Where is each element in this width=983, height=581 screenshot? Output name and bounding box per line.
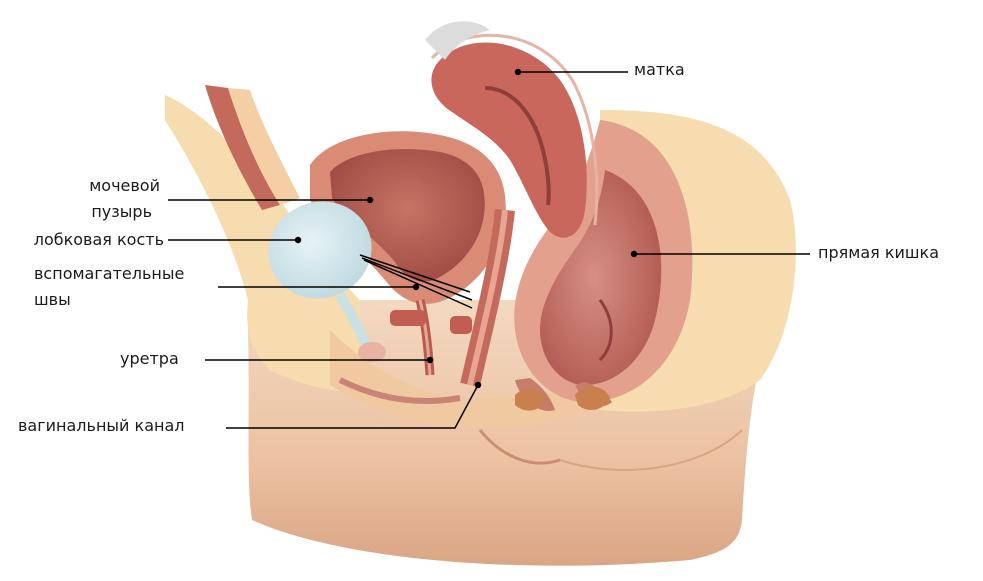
buttock-cleft [478,429,561,465]
rectum-fold [598,299,613,362]
leader-vaginal-canal [226,384,479,429]
fat-tissue [165,95,360,392]
leader-urethra-dot [426,356,434,364]
label-urethra: уретра [120,349,179,368]
rectum-lumen [540,170,662,385]
leader-uterus-dot [514,68,522,76]
labia [338,377,461,404]
vagina-lumen [467,209,508,386]
leader-sutures-dot [412,283,420,291]
label-pubic-bone: лобковая кость [33,230,164,249]
label-sutures-line1: вспомагательные [34,264,185,283]
intestine-loop [425,21,490,60]
fat-spot-right [575,386,610,410]
label-uterus: матка [634,60,685,79]
suture-pad-2 [450,316,472,334]
label-sutures-line2: швы [34,290,71,309]
abdominal-muscle [205,85,280,210]
leader-lines [168,68,810,429]
suture-thread-2 [361,257,473,301]
uterus-peritoneum [430,33,599,226]
urethra-lumen [418,299,432,376]
abdominal-fat-band [228,88,300,205]
leader-vaginal-dot [474,381,482,389]
label-bladder-line1: мочевой [89,176,160,195]
leader-bladder-dot [366,196,374,204]
suture-thread-1 [359,254,471,293]
label-vaginal-canal: вагинальный канал [18,416,185,435]
leader-pubic-dot [294,236,302,244]
bladder-lumen [330,149,485,282]
fat-spot-left [515,388,545,411]
leader-rectum-dot [630,250,638,258]
pubic-bone [268,201,372,299]
uterus-cavity [484,86,551,206]
label-rectum: прямая кишка [818,243,939,262]
clitoris [358,342,386,362]
suture-thread-3 [363,259,473,309]
label-bladder-line2: пузырь [91,202,152,221]
buttock-right [559,429,743,471]
suture-pad-1 [390,310,426,326]
